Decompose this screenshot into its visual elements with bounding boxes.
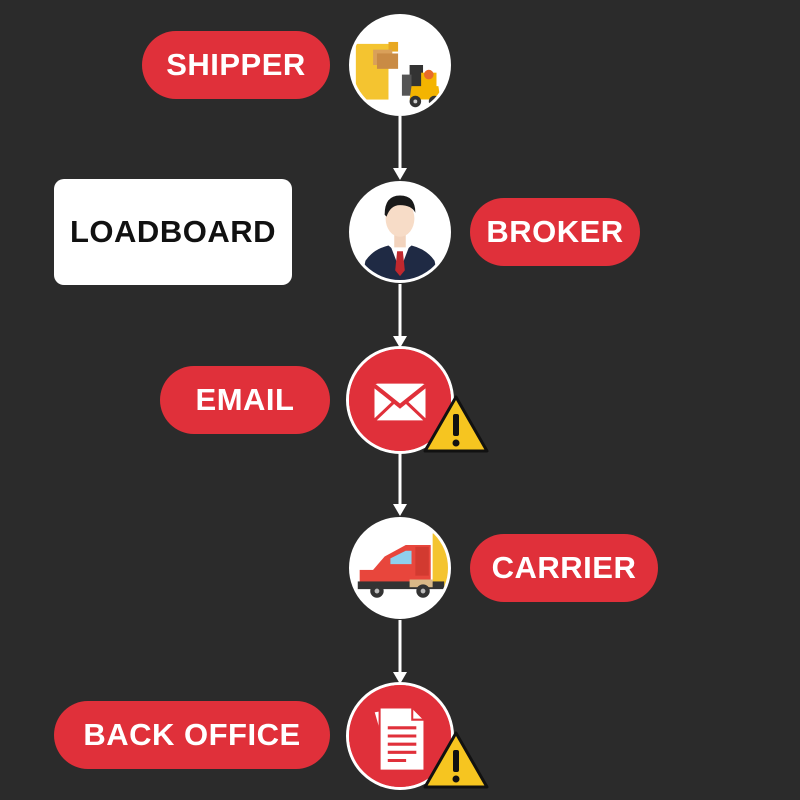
broker-node [349,181,451,283]
warning-icon [423,395,489,453]
carrier-node [349,517,451,619]
warning-icon [423,731,489,789]
documents-icon [349,685,451,787]
broker-label: BROKER [470,198,640,266]
arrowhead [393,336,407,348]
back-office-node [346,682,454,790]
forklift-warehouse-icon [352,17,448,113]
shipper-label: SHIPPER [142,31,330,99]
carrier-label: CARRIER [470,534,658,602]
arrowhead [393,672,407,684]
loadboard-box: LOADBOARD [54,179,292,285]
arrowhead [393,168,407,180]
shipper-node [349,14,451,116]
email-label: EMAIL [160,366,330,434]
back-office-label: BACK OFFICE [54,701,330,769]
semi-truck-icon [352,520,448,616]
arrowhead [393,504,407,516]
businessman-icon [352,184,448,280]
